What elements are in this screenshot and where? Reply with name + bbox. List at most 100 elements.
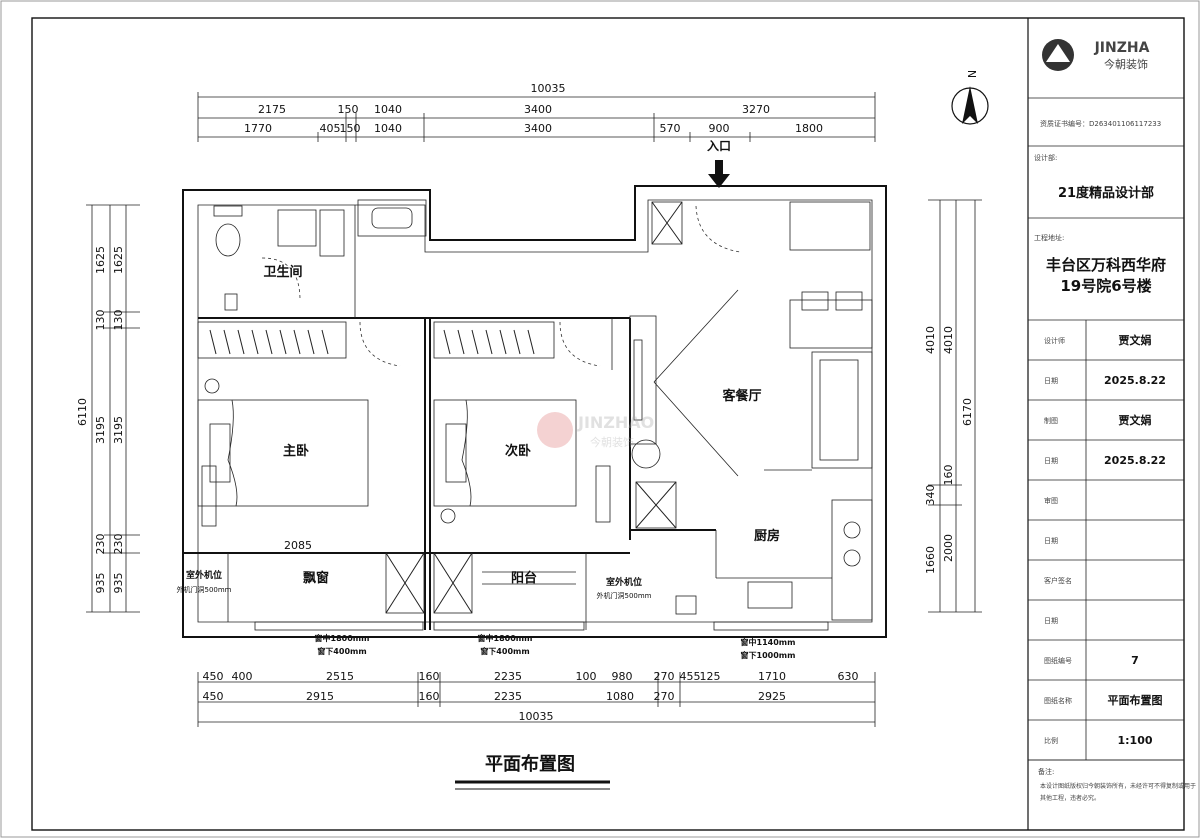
dim-top-r2-8: 1800 — [795, 122, 823, 135]
shower-tray — [277, 209, 317, 247]
room-label-bay: 飘窗 — [303, 570, 329, 586]
window-note-2b: 窗下400mm — [480, 646, 529, 656]
entrance-label: 入口 — [707, 139, 731, 153]
ac-label-1: 室外机位 — [186, 569, 222, 581]
bathtub — [357, 199, 427, 237]
dim-left-total: 6110 — [76, 398, 89, 426]
balcony-cabinet — [433, 552, 473, 614]
window-note-1b: 窗下400mm — [317, 646, 366, 656]
shoe-cabinet — [789, 201, 871, 251]
dim-bot-r2-4: 2235 — [494, 690, 522, 703]
dim-bot-r1-6: 100 — [576, 670, 597, 683]
dim-right-c2-2: 160 — [942, 465, 955, 486]
dim-bot-r2-2: 2915 — [306, 690, 334, 703]
title-block-row-value: 1:100 — [1117, 734, 1152, 747]
title-block-row-label: 设计师 — [1044, 336, 1065, 345]
door-swing-master — [359, 321, 401, 367]
window-note-2a: 窗中1800mm — [478, 633, 533, 643]
title-block-row-value: 2025.8.22 — [1104, 454, 1166, 467]
dim-left-c1-4: 230 — [94, 534, 107, 555]
dim-bot-r2-5: 1080 — [606, 690, 634, 703]
title-block-row-value: 平面布置图 — [1108, 693, 1163, 707]
designer-dept: 21度精品设计部 — [1058, 185, 1154, 201]
entrance-arrow-icon — [708, 160, 730, 188]
dim-inner-2085: 2085 — [284, 539, 312, 552]
window-kitchen — [713, 621, 829, 631]
room-label-balcony: 阳台 — [511, 570, 537, 586]
ac-sublabel-1: 外机门洞500mm — [177, 585, 232, 594]
dim-bot-r1-9: 455 — [680, 670, 701, 683]
brand-name: JINZHA — [1094, 40, 1150, 56]
title-block-row-label: 日期 — [1044, 537, 1058, 545]
dim-bot-r1-3: 2515 — [326, 670, 354, 683]
window-note-1a: 窗中1800mm — [315, 633, 370, 643]
watermark-name: JINZHAO — [577, 413, 654, 432]
title-block-row-label: 日期 — [1044, 617, 1058, 625]
dim-right-c1-3: 1660 — [924, 546, 937, 574]
dim-top-r1-5: 3270 — [742, 103, 770, 116]
title-block-row-label: 比例 — [1044, 736, 1058, 745]
kitchen-area — [630, 481, 873, 621]
radiator — [201, 465, 217, 527]
title-block-row-label: 制图 — [1044, 416, 1058, 425]
notes-label: 备注: — [1038, 767, 1054, 776]
window-note-3a: 窗中1140mm — [741, 637, 796, 647]
dim-bot-r2-1: 450 — [203, 690, 224, 703]
dim-top-r2-2: 405 — [320, 122, 341, 135]
license-number: 资质证书编号：D263401106117233 — [1040, 119, 1161, 128]
title-block-row-label: 图纸编号 — [1044, 656, 1072, 665]
floor-plan: 卫生间 主卧 次卧 客餐厅 厨房 飘窗 阳台 入口 室外机位 外机门洞500mm… — [177, 139, 887, 660]
stove-burner-icon-2 — [843, 549, 861, 567]
door-swing-second — [559, 321, 601, 367]
top-dimensions: 10035 2175 150 1040 3400 3270 1770 405 1… — [197, 82, 876, 142]
drawing-title: 平面布置图 — [485, 753, 575, 775]
room-label-living: 客餐厅 — [722, 388, 761, 404]
dim-bot-r2-7: 2925 — [758, 690, 786, 703]
dim-right-c2-3: 2000 — [942, 534, 955, 562]
stove-burner-icon — [843, 521, 861, 539]
dim-top-r1-1: 2175 — [258, 103, 286, 116]
entry-cabinet — [651, 201, 683, 245]
bottom-dimensions: 450 400 2515 160 2235 100 980 270 455 12… — [197, 670, 876, 727]
dim-left-c2-5: 935 — [112, 573, 125, 594]
dim-bot-r1-10: 125 — [700, 670, 721, 683]
project-label: 工程地址: — [1034, 233, 1064, 242]
dim-left-c1-1: 1625 — [94, 246, 107, 274]
room-label-master: 主卧 — [283, 443, 309, 459]
dim-bot-r1-2: 400 — [232, 670, 253, 683]
dim-left-c1-3: 3195 — [94, 416, 107, 444]
north-label: N — [966, 70, 979, 78]
dining-table — [789, 291, 873, 349]
sheet-inner-border — [31, 17, 1185, 831]
dim-top-r1-4: 3400 — [524, 103, 552, 116]
door-swing-entry — [695, 205, 741, 253]
dim-left-c2-2: 130 — [112, 310, 125, 331]
designer-dept-label: 设计部: — [1034, 153, 1057, 162]
dim-top-r2-3: 150 — [340, 122, 361, 135]
room-label-kitchen: 厨房 — [754, 528, 780, 544]
master-bed — [197, 378, 369, 527]
dim-bot-r1-5: 2235 — [494, 670, 522, 683]
title-block-row-value: 7 — [1131, 654, 1139, 667]
dim-right-c1-2: 340 — [924, 485, 937, 506]
bay-window-cabinet — [385, 552, 425, 614]
second-bed — [433, 399, 611, 524]
dim-top-r2-4: 1040 — [374, 122, 402, 135]
dim-top-r2-7: 900 — [709, 122, 730, 135]
window-note-3b: 窗下1000mm — [741, 650, 796, 660]
dim-bot-r1-4: 160 — [419, 670, 440, 683]
dim-bot-total: 10035 — [519, 710, 554, 723]
title-block: JINZHA 今朝装饰 资质证书编号：D263401106117233 设计部:… — [1027, 18, 1196, 830]
dim-right-c2-1: 4010 — [942, 326, 955, 354]
dim-top-r1-3: 1040 — [374, 103, 402, 116]
project-line-1: 丰台区万科西华府 — [1046, 256, 1166, 274]
watermark-sub: 今朝装饰 — [590, 435, 634, 449]
watermark: JINZHAO 今朝装饰 — [537, 412, 654, 449]
ac-label-2: 室外机位 — [606, 576, 642, 588]
title-block-row-label: 日期 — [1044, 377, 1058, 385]
dim-left-c1-5: 935 — [94, 573, 107, 594]
dim-bot-r1-11: 1710 — [758, 670, 786, 683]
project-line-2: 19号院6号楼 — [1060, 277, 1151, 295]
